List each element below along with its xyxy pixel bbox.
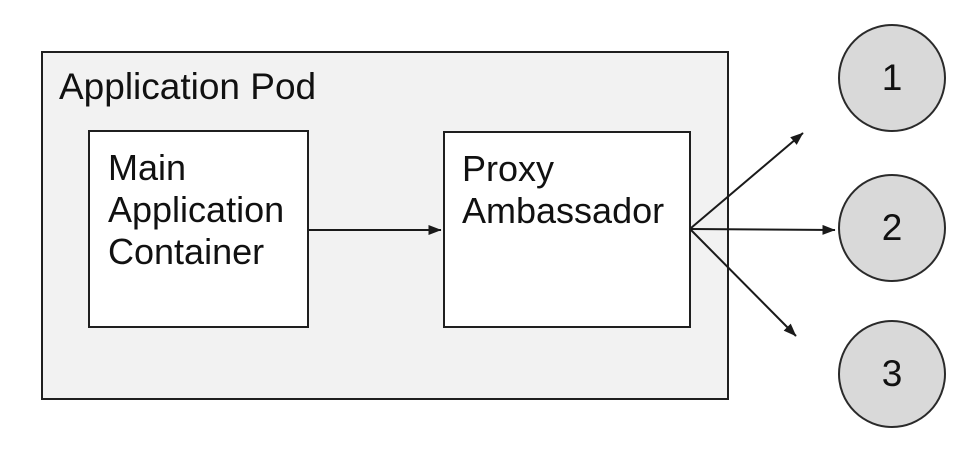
endpoint-circle-3: 3 [838, 320, 946, 428]
endpoint-1-label: 1 [881, 57, 903, 98]
node-proxy-ambassador: Proxy Ambassador [443, 131, 691, 328]
proxy-ambassador-label: Proxy Ambassador [462, 148, 665, 231]
main-application-container-label: Main Application Container [108, 147, 285, 272]
endpoint-circle-2: 2 [838, 174, 946, 282]
application-pod-label: Application Pod [59, 66, 317, 107]
endpoint-circle-1: 1 [838, 24, 946, 132]
endpoint-2-label: 2 [881, 207, 903, 248]
endpoint-3-label: 3 [881, 353, 903, 394]
application-pod-box: Application Pod Main Application Contain… [41, 51, 729, 400]
node-main-application-container: Main Application Container [88, 130, 309, 328]
